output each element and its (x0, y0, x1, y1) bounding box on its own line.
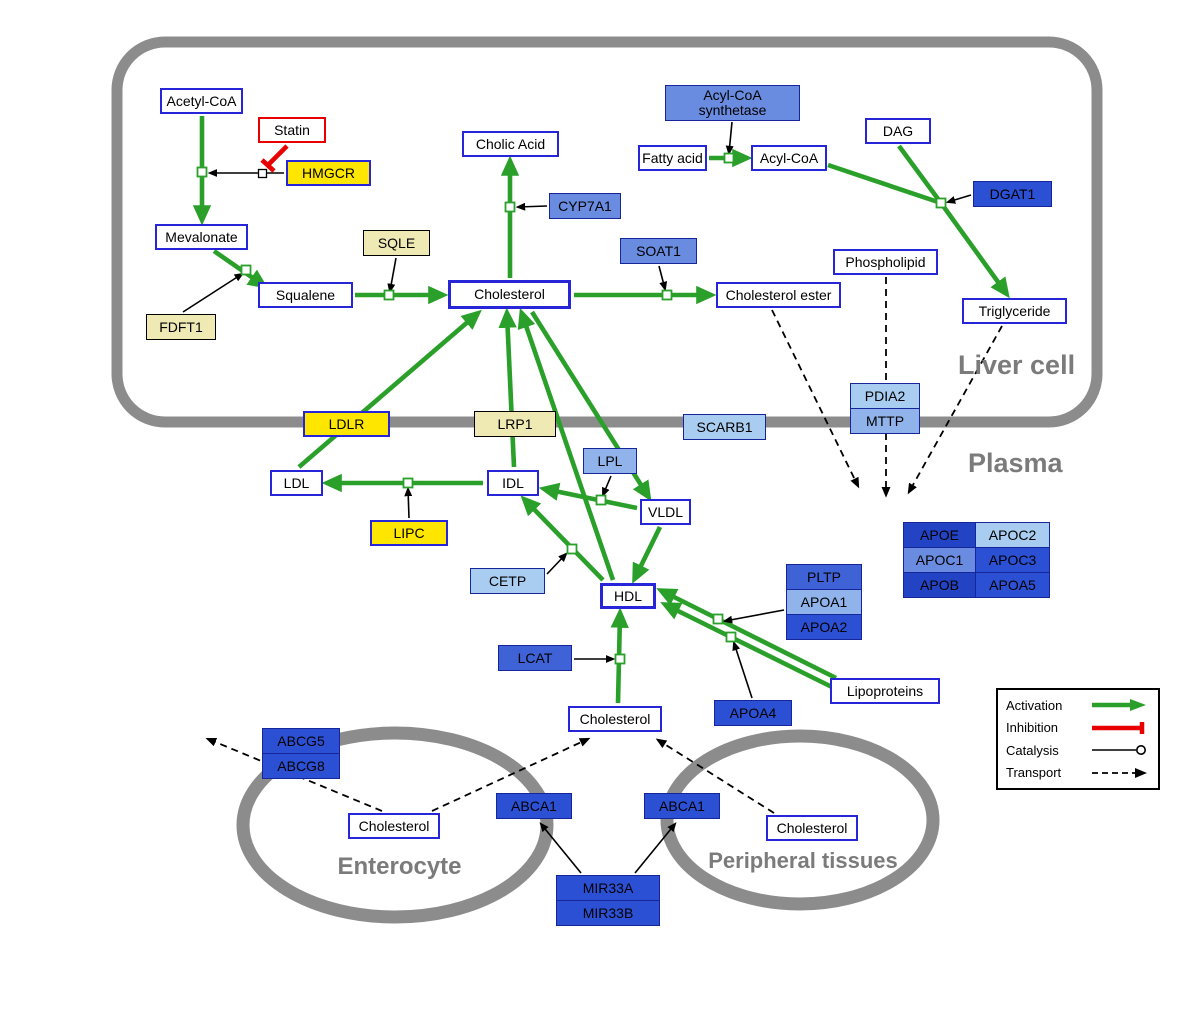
node-cholesterol-enterocyte[interactable]: Cholesterol (348, 813, 440, 839)
node-cholesterol-liver[interactable]: Cholesterol (448, 280, 571, 309)
node-lipc[interactable]: LIPC (370, 520, 448, 546)
node-pltp[interactable]: PLTP (786, 564, 862, 590)
liver-cell-label: Liver cell (958, 350, 1076, 380)
node-fatty-acid[interactable]: Fatty acid (638, 145, 707, 171)
node-apoe[interactable]: APOE (903, 522, 976, 548)
node-abca1-enterocyte[interactable]: ABCA1 (496, 793, 572, 819)
liver-cell-membrane (111, 36, 1103, 428)
catalysis-circle-icon (1092, 745, 1146, 756)
node-lpl[interactable]: LPL (583, 448, 637, 474)
node-acyl-coa[interactable]: Acyl-CoA (751, 145, 827, 171)
catalysis-edges (182, 121, 972, 874)
node-scarb1[interactable]: SCARB1 (683, 414, 766, 440)
node-fdft1[interactable]: FDFT1 (146, 314, 216, 340)
node-sqle[interactable]: SQLE (363, 230, 430, 256)
legend: Activation Inhibition Catalysis Transpor… (996, 688, 1160, 790)
node-mir33b[interactable]: MIR33B (556, 900, 660, 926)
peripheral-tissues-label: Peripheral tissues (708, 848, 898, 873)
node-mttp[interactable]: MTTP (850, 408, 920, 434)
node-soat1[interactable]: SOAT1 (620, 238, 697, 264)
node-abcg5[interactable]: ABCG5 (262, 728, 340, 754)
inhibition-tbar-icon (1092, 721, 1145, 734)
legend-row-catalysis: Catalysis (1006, 742, 1150, 758)
node-apoc2[interactable]: APOC2 (975, 522, 1050, 548)
node-acyl-coa-synthetase[interactable]: Acyl-CoA synthetase (665, 85, 800, 121)
node-apoa1[interactable]: APOA1 (786, 589, 862, 615)
node-ldl[interactable]: LDL (270, 470, 323, 496)
node-acetyl-coa[interactable]: Acetyl-CoA (160, 88, 243, 114)
node-lcat[interactable]: LCAT (498, 645, 572, 671)
node-idl[interactable]: IDL (487, 470, 539, 496)
legend-row-transport: Transport (1006, 765, 1150, 781)
node-cyp7a1[interactable]: CYP7A1 (549, 193, 621, 219)
node-hmgcr[interactable]: HMGCR (286, 160, 371, 186)
legend-catalysis-label: Catalysis (1006, 742, 1059, 758)
node-squalene[interactable]: Squalene (258, 282, 353, 308)
node-apoc1[interactable]: APOC1 (903, 547, 976, 573)
node-vldl[interactable]: VLDL (640, 499, 691, 525)
node-lipoproteins[interactable]: Lipoproteins (830, 678, 940, 704)
node-cholesterol-peripheral[interactable]: Cholesterol (766, 815, 858, 841)
node-abcg8[interactable]: ABCG8 (262, 753, 340, 779)
node-apoc3[interactable]: APOC3 (975, 547, 1050, 573)
node-apoa4[interactable]: APOA4 (714, 700, 792, 726)
plasma-label: Plasma (968, 448, 1063, 478)
reaction-nodes (196, 152, 947, 665)
legend-row-activation: Activation (1006, 697, 1150, 713)
node-statin[interactable]: Statin (258, 117, 326, 143)
node-lrp1[interactable]: LRP1 (474, 411, 556, 437)
enterocyte-label: Enterocyte (337, 853, 462, 880)
node-cetp[interactable]: CETP (470, 568, 545, 594)
node-apoa2[interactable]: APOA2 (786, 614, 862, 640)
activation-arrow-icon (1092, 699, 1146, 711)
legend-row-inhibition: Inhibition (1006, 720, 1150, 736)
transport-dashed-arrow-icon (1092, 767, 1147, 778)
legend-activation-label: Activation (1006, 697, 1063, 713)
node-cholic-acid[interactable]: Cholic Acid (462, 131, 559, 157)
node-mevalonate[interactable]: Mevalonate (155, 224, 248, 250)
node-ldlr[interactable]: LDLR (303, 411, 390, 437)
node-pdia2[interactable]: PDIA2 (850, 383, 920, 409)
node-abca1-peripheral[interactable]: ABCA1 (644, 793, 720, 819)
node-cholesterol-plasma[interactable]: Cholesterol (568, 706, 662, 732)
node-apoa5[interactable]: APOA5 (975, 572, 1050, 598)
node-hdl[interactable]: HDL (600, 583, 656, 609)
node-phospholipid[interactable]: Phospholipid (833, 249, 938, 275)
node-cholesterol-ester[interactable]: Cholesterol ester (716, 282, 841, 308)
node-mir33a[interactable]: MIR33A (556, 875, 660, 901)
node-triglyceride[interactable]: Triglyceride (962, 298, 1067, 324)
peripheral-tissues-membrane (660, 729, 940, 911)
node-apob[interactable]: APOB (903, 572, 976, 598)
node-dgat1[interactable]: DGAT1 (973, 181, 1052, 207)
legend-inhibition-label: Inhibition (1006, 720, 1059, 736)
legend-transport-label: Transport (1006, 765, 1062, 781)
inhibition-edge (260, 144, 289, 173)
node-dag[interactable]: DAG (865, 118, 931, 144)
